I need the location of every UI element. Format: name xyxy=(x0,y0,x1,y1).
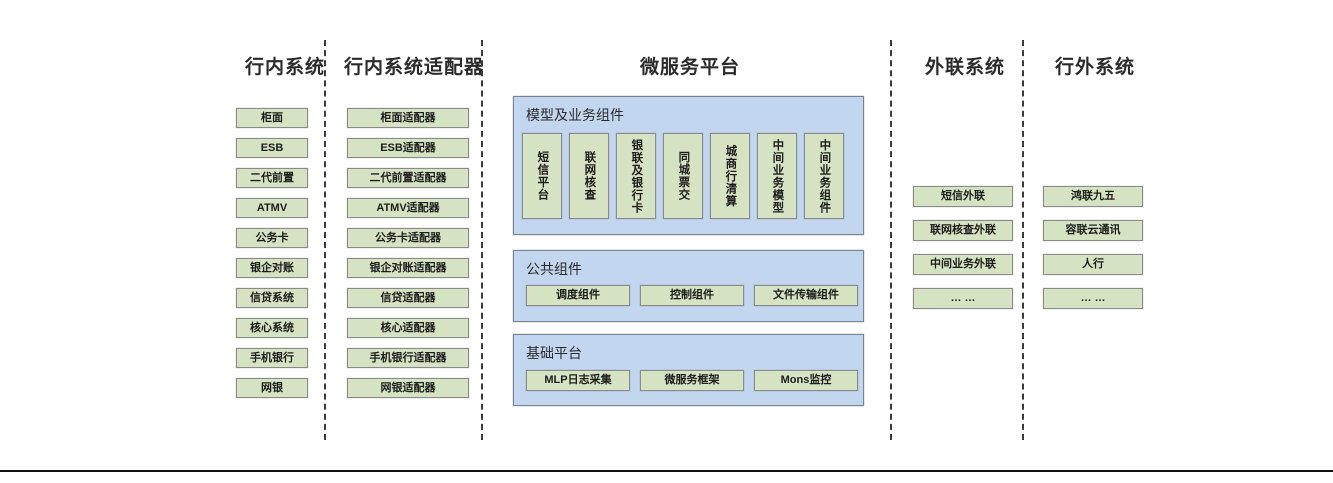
node-in-bank-systems-7: 核心系统 xyxy=(236,318,308,338)
node-basic-platform-0: MLP日志采集 xyxy=(526,370,630,391)
node-in-bank-systems-5: 银企对账 xyxy=(236,258,308,278)
node-model-business-components-5: 中间业务模型 xyxy=(757,133,797,219)
node-public-components-1: 控制组件 xyxy=(640,285,744,306)
node-in-bank-adapters-7: 核心适配器 xyxy=(347,318,469,338)
node-in-bank-systems-0: 柜面 xyxy=(236,108,308,128)
column-title-external-link-systems: 外联系统 xyxy=(924,57,1005,78)
node-model-business-components-4: 城商行清算 xyxy=(710,133,750,219)
panel-title-basic-platform: 基础平台 xyxy=(526,345,582,361)
node-off-bank-systems-1: 容联云通讯 xyxy=(1043,220,1143,241)
panel-title-model-business-components: 模型及业务组件 xyxy=(526,107,624,123)
column-title-off-bank-systems: 行外系统 xyxy=(1054,57,1135,78)
platform-title: 微服务平台 xyxy=(639,57,740,78)
node-external-link-systems-0: 短信外联 xyxy=(913,186,1013,207)
node-in-bank-systems-9: 网银 xyxy=(236,378,308,398)
node-in-bank-adapters-6: 信贷适配器 xyxy=(347,288,469,308)
node-basic-platform-1: 微服务框架 xyxy=(640,370,744,391)
node-public-components-2: 文件传输组件 xyxy=(754,285,858,306)
column-divider-4 xyxy=(1022,40,1024,440)
column-title-in-bank-adapters: 行内系统适配器 xyxy=(343,57,484,78)
node-external-link-systems-2: 中间业务外联 xyxy=(913,254,1013,275)
node-off-bank-systems-0: 鸿联九五 xyxy=(1043,186,1143,207)
node-in-bank-adapters-5: 银企对账适配器 xyxy=(347,258,469,278)
node-off-bank-systems-3: … … xyxy=(1043,288,1143,309)
node-in-bank-adapters-1: ESB适配器 xyxy=(347,138,469,158)
node-in-bank-adapters-3: ATMV适配器 xyxy=(347,198,469,218)
node-external-link-systems-1: 联网核查外联 xyxy=(913,220,1013,241)
node-model-business-components-0: 短信平台 xyxy=(522,133,562,219)
node-in-bank-systems-2: 二代前置 xyxy=(236,168,308,188)
node-off-bank-systems-2: 人行 xyxy=(1043,254,1143,275)
node-in-bank-systems-3: ATMV xyxy=(236,198,308,218)
node-model-business-components-6: 中间业务组件 xyxy=(804,133,844,219)
node-in-bank-systems-8: 手机银行 xyxy=(236,348,308,368)
bottom-divider xyxy=(0,470,1333,472)
column-title-in-bank-systems: 行内系统 xyxy=(244,57,325,78)
node-in-bank-adapters-8: 手机银行适配器 xyxy=(347,348,469,368)
node-in-bank-adapters-9: 网银适配器 xyxy=(347,378,469,398)
column-divider-1 xyxy=(324,40,326,440)
node-in-bank-systems-6: 信贷系统 xyxy=(236,288,308,308)
node-model-business-components-1: 联网核查 xyxy=(569,133,609,219)
node-in-bank-adapters-0: 柜面适配器 xyxy=(347,108,469,128)
node-in-bank-systems-1: ESB xyxy=(236,138,308,158)
node-basic-platform-2: Mons监控 xyxy=(754,370,858,391)
node-public-components-0: 调度组件 xyxy=(526,285,630,306)
node-in-bank-adapters-4: 公务卡适配器 xyxy=(347,228,469,248)
column-divider-3 xyxy=(890,40,892,440)
column-divider-2 xyxy=(481,40,483,440)
node-external-link-systems-3: … … xyxy=(913,288,1013,309)
panel-title-public-components: 公共组件 xyxy=(526,261,582,277)
node-model-business-components-2: 银联及银行卡 xyxy=(616,133,656,219)
node-model-business-components-3: 同城票交 xyxy=(663,133,703,219)
node-in-bank-adapters-2: 二代前置适配器 xyxy=(347,168,469,188)
node-in-bank-systems-4: 公务卡 xyxy=(236,228,308,248)
